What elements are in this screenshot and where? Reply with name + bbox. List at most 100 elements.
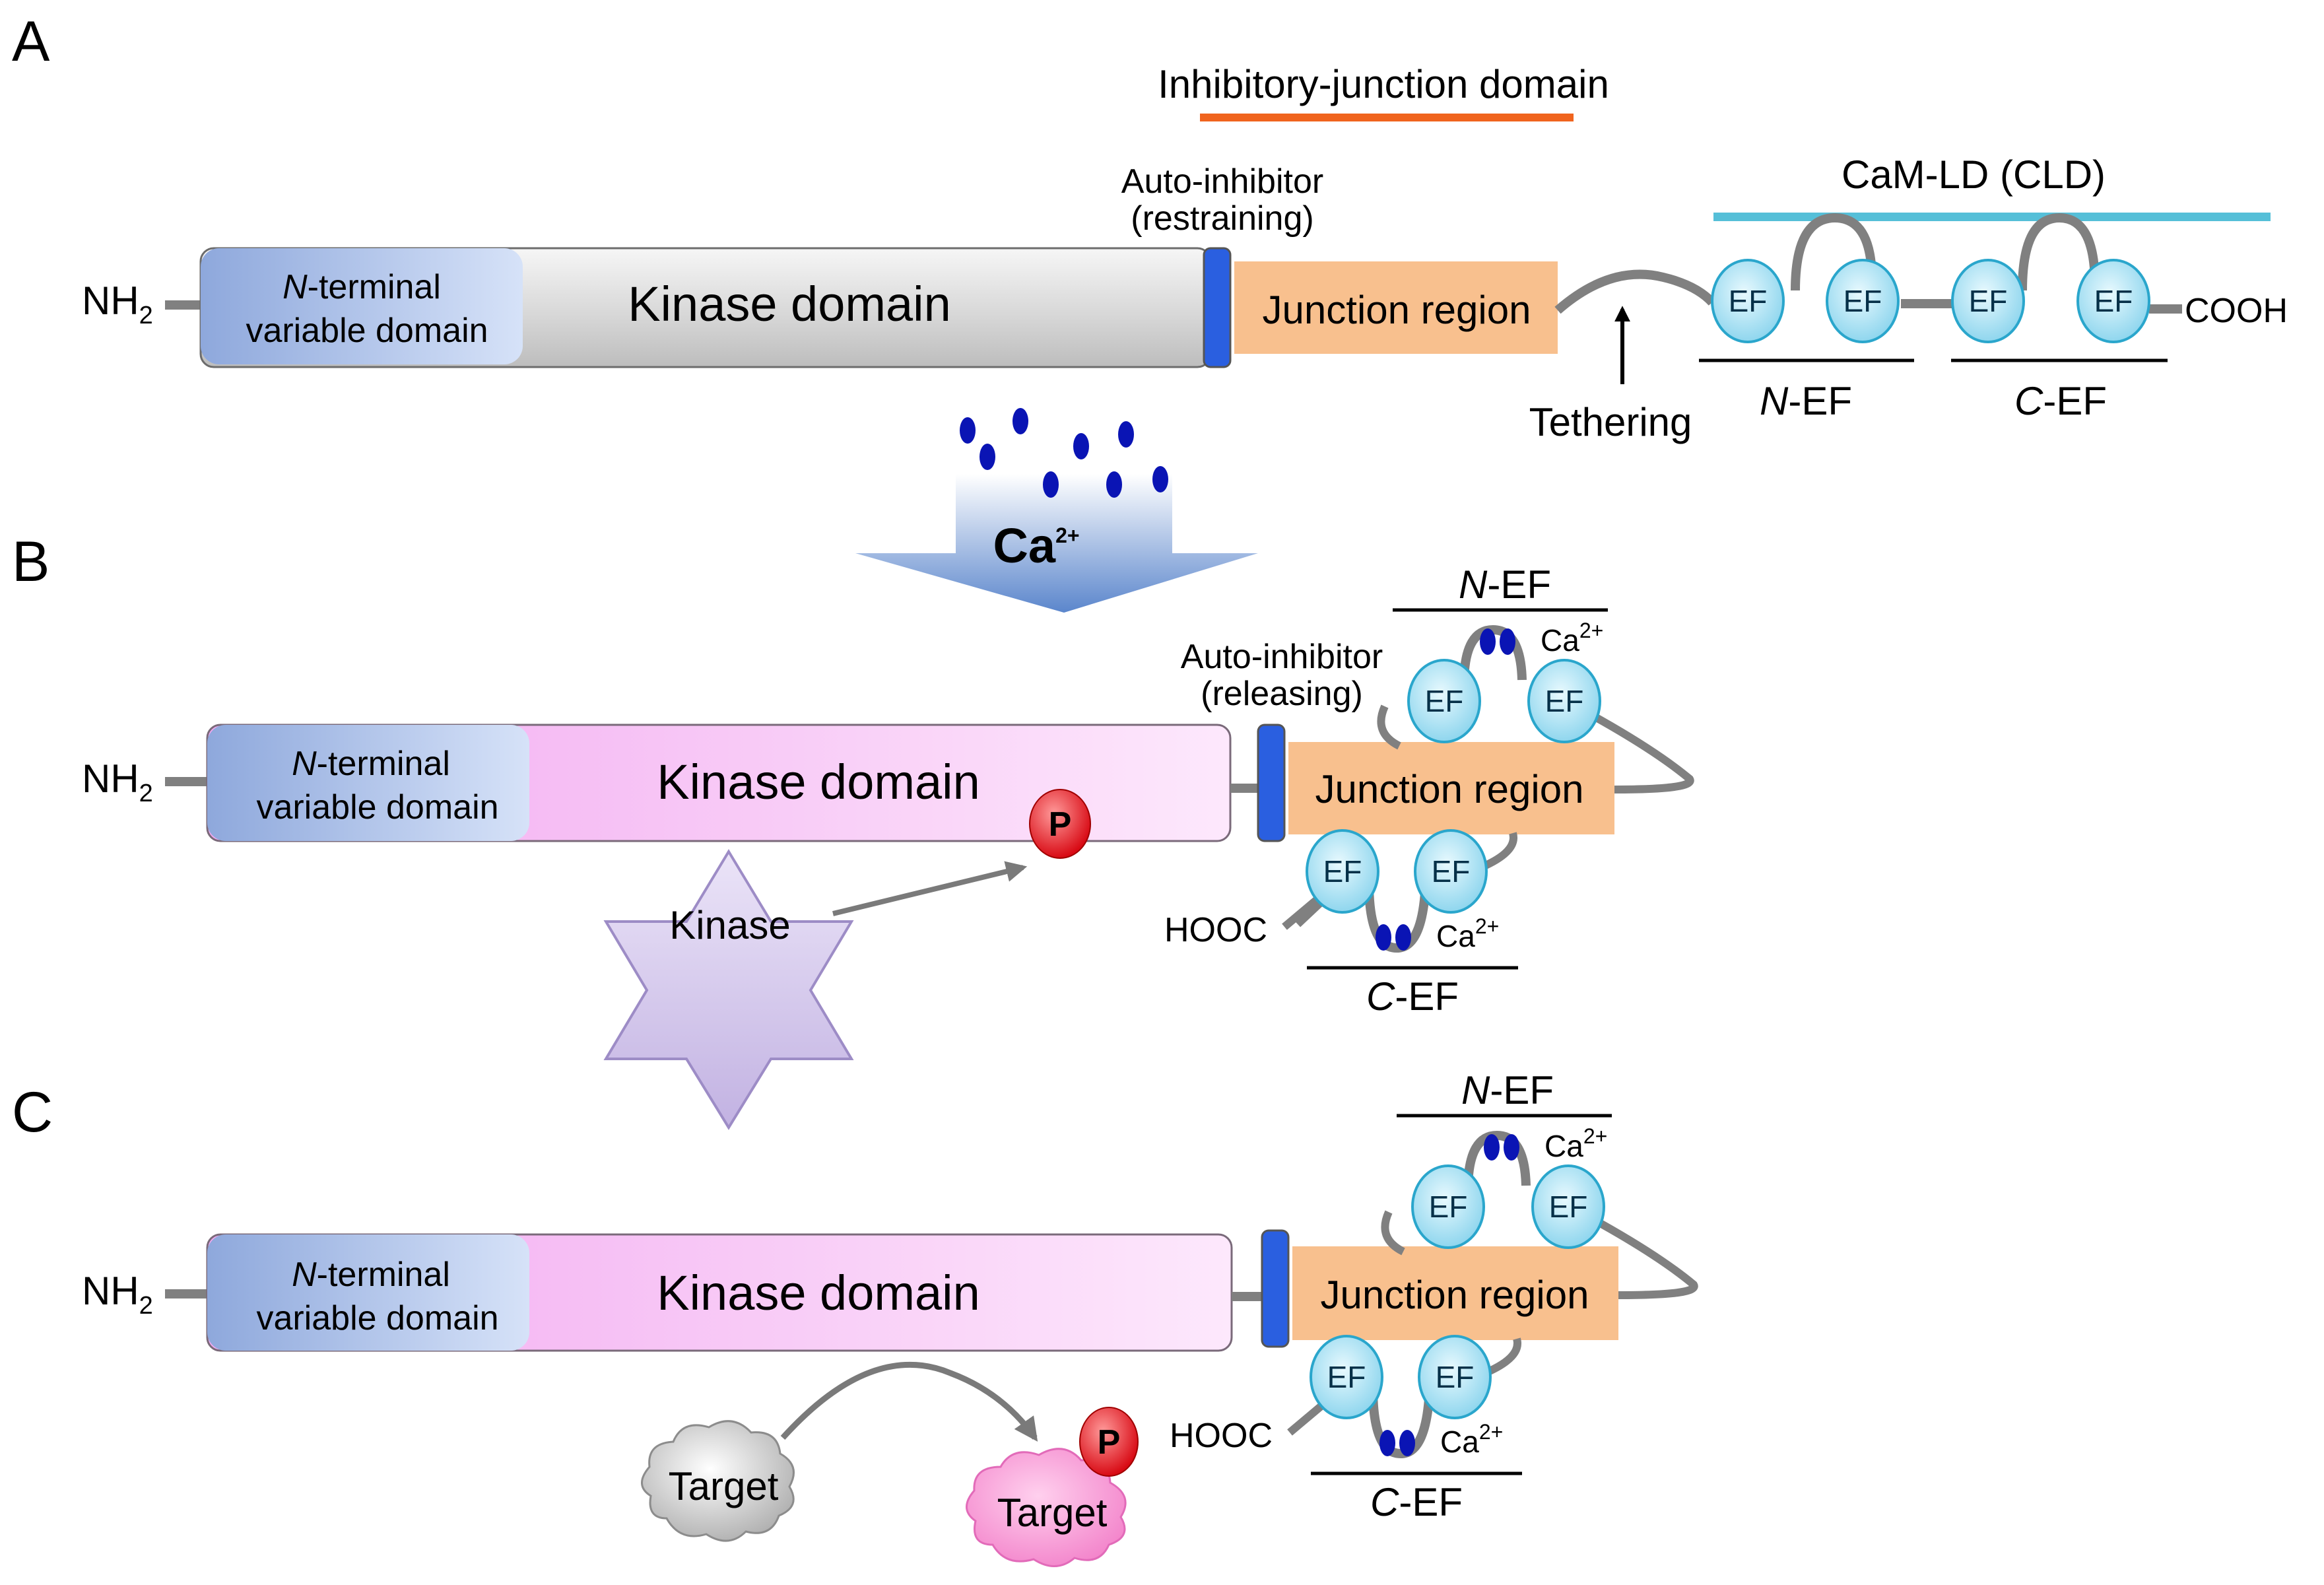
phospho-label-b: P — [1049, 805, 1072, 844]
hooc-label-b: HOOC — [1164, 911, 1267, 949]
svg-text:EF: EF — [1436, 1360, 1475, 1394]
ef-hand-b1: EF — [1407, 659, 1481, 743]
kinase-domain-label-a: Kinase domain — [628, 277, 951, 331]
svg-text:EF: EF — [1969, 284, 2008, 318]
hooc-linker-b — [1282, 896, 1320, 930]
c-ef-label-b: C-EF — [1366, 974, 1459, 1019]
n-ef-loop-a — [1791, 213, 1877, 291]
phosphorylation-arrow-b — [832, 861, 1028, 916]
n-terminal-domain-c — [207, 1234, 529, 1351]
auto-inhibitor-label-a-line1: Auto-inhibitor — [1121, 162, 1323, 201]
calcium-bound-c-c — [1379, 1430, 1415, 1456]
target-substrate-cloud: Target — [641, 1420, 795, 1542]
phospho-target-label: Target — [997, 1491, 1108, 1535]
n-terminal-label-c-line1: N-terminal — [292, 1256, 450, 1294]
ef-hand-b4: EF — [1414, 829, 1488, 914]
panel-a-label: A — [12, 10, 50, 73]
ef-hand-a3: EF — [1951, 259, 2025, 343]
kinase-star-label: Kinase — [669, 903, 790, 947]
svg-text:EF: EF — [1425, 684, 1464, 718]
phospho-marker-c — [1079, 1407, 1139, 1477]
auto-inhibitor-label-a-line2: (restraining) — [1131, 199, 1313, 238]
ef-hand-a1: EF — [1711, 259, 1785, 343]
ca-label-b-n: Ca2+ — [1541, 619, 1603, 658]
phospho-marker-b — [1029, 789, 1091, 859]
ef-hand-c2: EF — [1531, 1164, 1605, 1249]
n-ef-loop-b — [1459, 624, 1527, 681]
ca-label-c-c: Ca2+ — [1440, 1420, 1503, 1459]
svg-text:EF: EF — [1429, 1190, 1468, 1224]
auto-inhibitor-c — [1261, 1229, 1290, 1348]
calcium-bound-c-n — [1484, 1134, 1519, 1161]
n-terminal-label-b-line1: N-terminal — [292, 745, 450, 783]
svg-text:EF: EF — [1729, 284, 1768, 318]
kinase-star — [603, 849, 854, 1130]
tethering-label: Tethering — [1529, 400, 1692, 444]
ef-hand-b3: EF — [1306, 829, 1379, 914]
kinase-domain-label-c: Kinase domain — [657, 1265, 980, 1320]
n-ef-label-c: N-EF — [1461, 1068, 1554, 1112]
junction-region-a — [1234, 261, 1558, 354]
svg-text:EF: EF — [1549, 1190, 1588, 1224]
cam-ld-label: CaM-LD (CLD) — [1842, 152, 2106, 197]
ef-hand-c3: EF — [1310, 1335, 1383, 1419]
hooc-linker-c — [1287, 1401, 1325, 1436]
svg-text:EF: EF — [2094, 284, 2133, 318]
inhibitory-junction-label: Inhibitory-junction domain — [1158, 62, 1609, 106]
n-terminal-label-c-line2: variable domain — [256, 1299, 498, 1337]
junction-region-b — [1288, 742, 1614, 834]
junction-region-label-b: Junction region — [1315, 767, 1584, 811]
n-ef-wrap-c — [1381, 1205, 1698, 1299]
phospho-label-c: P — [1098, 1423, 1121, 1462]
c-ef-wrap-b — [1294, 832, 1517, 927]
ef-hand-b2: EF — [1527, 659, 1601, 743]
junction-region-label-c: Junction region — [1321, 1273, 1589, 1317]
ef-hand-a2: EF — [1826, 259, 1900, 343]
svg-text:EF: EF — [1323, 854, 1362, 889]
svg-text:EF: EF — [1545, 684, 1584, 718]
n-ef-label-b: N-EF — [1459, 562, 1551, 607]
auto-inhibitor-b — [1257, 724, 1286, 842]
auto-inhibitor-label-b-line2: (releasing) — [1201, 675, 1363, 713]
inhibitory-junction-bar — [1200, 114, 1574, 121]
svg-text:EF: EF — [1843, 284, 1882, 318]
nh2-label-b: NH2 — [82, 757, 153, 807]
kinase-domain-label-b: Kinase domain — [657, 755, 980, 809]
n-terminal-domain-a — [201, 248, 523, 364]
n-terminal-label-a-line1: N-terminal — [282, 268, 441, 306]
calcium-bound-b-c — [1376, 924, 1411, 951]
panel-c-label: C — [12, 1081, 53, 1144]
ef-hand-c1: EF — [1411, 1164, 1485, 1249]
phosphorylation-arrow-c — [780, 1362, 1038, 1442]
nh2-label-c: NH2 — [82, 1269, 153, 1320]
phosphorylated-target-cloud: Target — [966, 1448, 1127, 1567]
ca-label-b-c: Ca2+ — [1436, 914, 1499, 953]
n-terminal-label-b-line2: variable domain — [256, 788, 498, 826]
calcium-transition-arrow — [855, 474, 1258, 613]
c-ef-loop-a — [2018, 213, 2100, 291]
ca-label-c-n: Ca2+ — [1544, 1124, 1607, 1163]
n-ef-wrap-b — [1377, 700, 1694, 793]
n-terminal-label-a-line2: variable domain — [246, 312, 488, 350]
c-ef-wrap-c — [1483, 1337, 1521, 1377]
target-label: Target — [669, 1464, 779, 1508]
c-ef-loop-c — [1368, 1387, 1434, 1459]
svg-text:EF: EF — [1327, 1360, 1366, 1394]
nh2-label-a: NH2 — [82, 279, 153, 329]
ef-hand-c4: EF — [1418, 1335, 1492, 1419]
junction-region-c — [1292, 1246, 1618, 1340]
auto-inhibitor-label-b-line1: Auto-inhibitor — [1181, 638, 1383, 676]
calcium-bound-b-n — [1480, 628, 1515, 655]
calcium-ions-free — [960, 408, 1168, 498]
cooh-label: COOH — [2185, 292, 2288, 330]
panel-b-label: B — [12, 530, 50, 593]
n-ef-label-a: N-EF — [1760, 379, 1852, 423]
junction-region-label-a: Junction region — [1263, 288, 1531, 332]
c-ef-loop-b — [1364, 881, 1430, 953]
hooc-label-c: HOOC — [1170, 1417, 1273, 1455]
cam-ld-bar — [1713, 213, 2271, 221]
auto-inhibitor-a — [1203, 247, 1232, 368]
c-ef-label-c: C-EF — [1370, 1480, 1463, 1524]
tether-linker — [1554, 269, 1716, 314]
